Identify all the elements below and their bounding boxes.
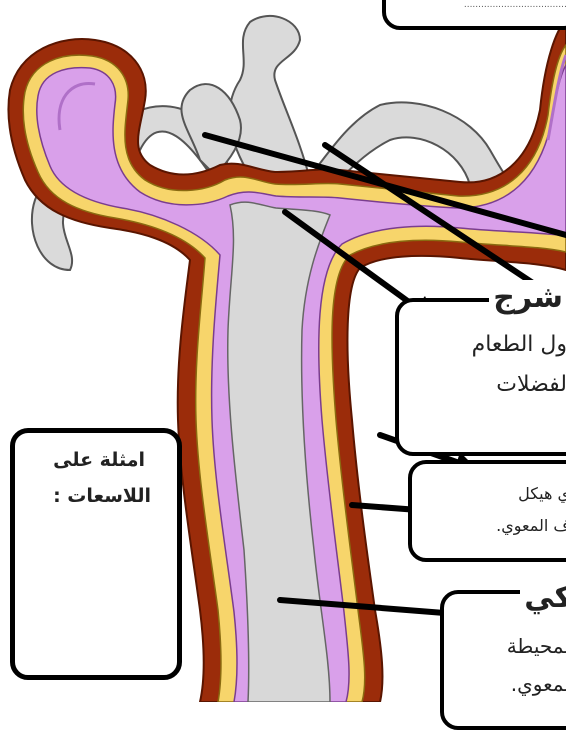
bottom-text-line-2: المعوي. (511, 672, 566, 696)
mouth-title: شرج (489, 280, 566, 315)
mouth-text-line-2: لفضلات (496, 372, 566, 397)
mouth-text-line-1: ول الطعام (472, 332, 566, 357)
examples-title-line-1: امثلة على (53, 449, 145, 471)
examples-box: امثلة على اللاسعات : (10, 428, 182, 680)
bottom-text-line-1: المحيطة (507, 634, 566, 658)
mouth-label-box: شرج ول الطعام لفضلات (395, 298, 566, 456)
top-dotted-line: ........................................… (464, 0, 566, 10)
skeleton-label-box: ي هيكل ف المعوي. (408, 460, 566, 562)
skeleton-text-line-2: ف المعوي. (496, 516, 566, 535)
skeleton-text-line-1: ي هيكل (518, 484, 566, 503)
top-label-box: ........................................… (382, 0, 566, 30)
bottom-title: كي (520, 580, 566, 615)
examples-title-line-2: اللاسعات : (53, 485, 151, 507)
bottom-label-box: كي المحيطة المعوي. (440, 590, 566, 730)
